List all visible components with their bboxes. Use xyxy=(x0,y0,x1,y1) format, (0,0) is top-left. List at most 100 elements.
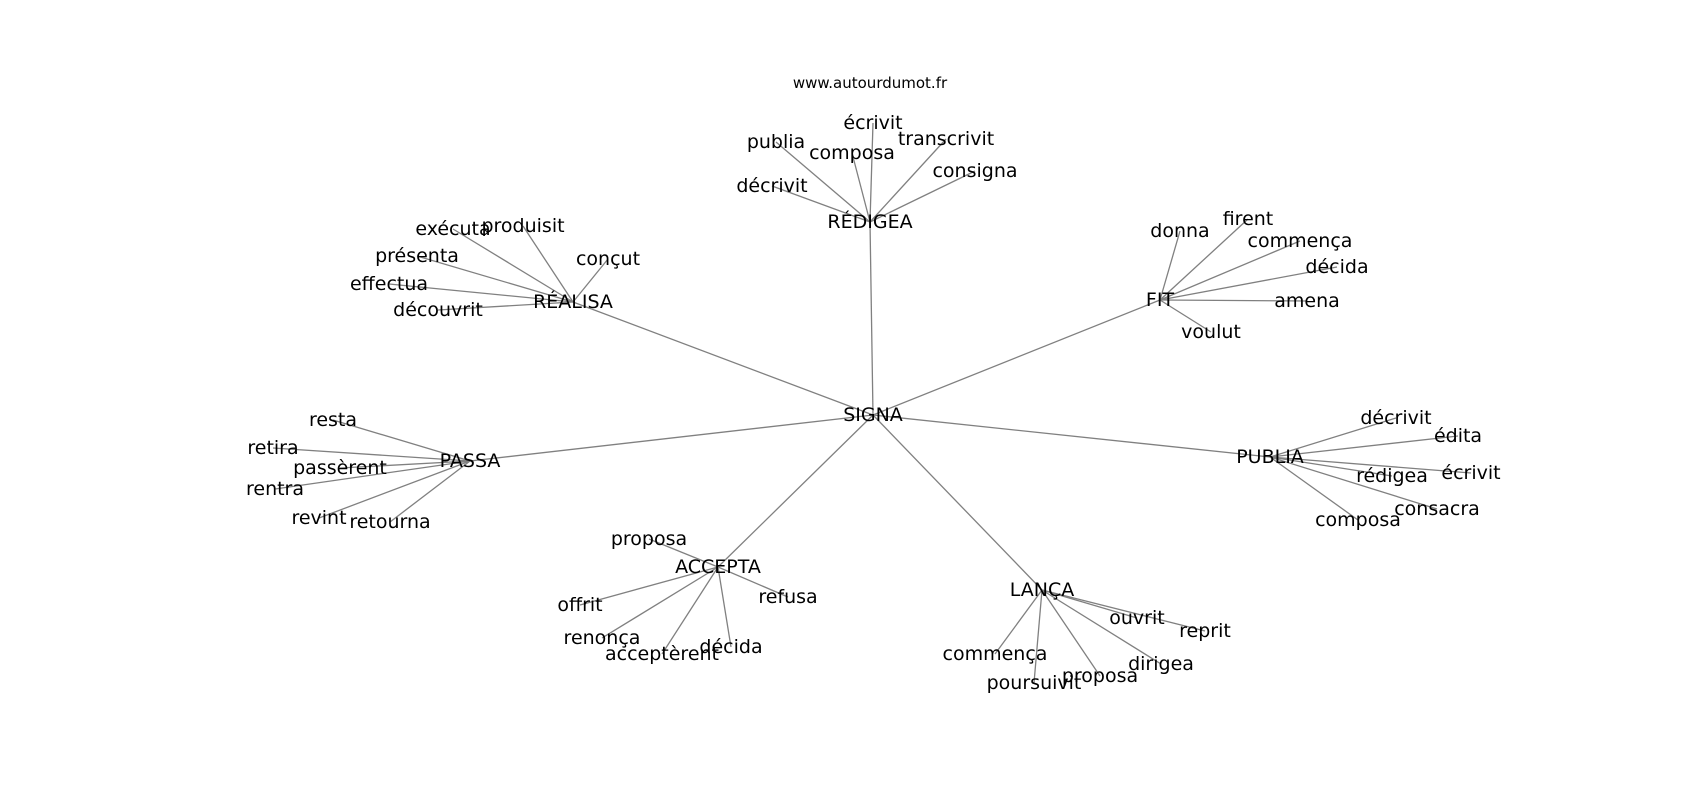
word-node-label: passèrent xyxy=(293,457,387,479)
edge-hub-word xyxy=(869,122,874,223)
edge-hub-word xyxy=(775,141,871,223)
hub-node-label: ACCEPTA xyxy=(675,556,761,578)
word-node-label: offrit xyxy=(557,594,602,616)
word-node-label: renonça xyxy=(564,627,641,649)
word-node-label: transcrivit xyxy=(898,128,994,150)
hub-node-label: FIT xyxy=(1146,289,1175,311)
edge-hub-word xyxy=(1041,589,1206,632)
edge-hub-word xyxy=(272,447,471,462)
word-node-label: édita xyxy=(1434,425,1482,447)
word-node-label: dirigea xyxy=(1128,653,1194,675)
edge-hub-word xyxy=(601,566,719,639)
edge-hub-word xyxy=(869,170,976,223)
edge-hub-word xyxy=(416,255,574,303)
word-node-label: rentra xyxy=(246,478,304,500)
edge-hub-word xyxy=(1159,299,1308,302)
edge-hub-word xyxy=(332,419,471,462)
word-node-label: resta xyxy=(309,409,357,431)
word-node-label: commença xyxy=(943,643,1048,665)
word-node-label: décida xyxy=(1305,256,1368,278)
word-node-label: consigna xyxy=(932,160,1017,182)
word-node-label: exécuta xyxy=(415,218,490,240)
word-node-label: présenta xyxy=(375,245,459,267)
hub-node-label: RÉDIGEA xyxy=(827,210,912,233)
edge-hub-word xyxy=(661,566,719,655)
edge-hub-word xyxy=(771,185,871,223)
word-node-label: écrivit xyxy=(843,112,902,134)
word-node-label: donna xyxy=(1150,220,1209,242)
word-node-label: amena xyxy=(1274,290,1340,312)
edge-hub-word xyxy=(1159,230,1181,301)
edge-hub-word xyxy=(522,225,574,303)
edge-center-hub xyxy=(872,299,1161,416)
edge-hub-word xyxy=(1269,456,1393,477)
edge-center-hub xyxy=(872,414,1043,591)
word-node-label: effectua xyxy=(350,273,428,295)
word-node-label: décrivit xyxy=(736,175,807,197)
word-node-label: proposa xyxy=(1062,665,1138,687)
edge-hub-word xyxy=(1159,218,1249,301)
edge-hub-word xyxy=(1159,266,1338,301)
word-node-label: firent xyxy=(1223,208,1274,230)
edge-hub-word xyxy=(994,589,1043,655)
hub-node-label: PASSA xyxy=(440,450,501,472)
word-node-label: décrivit xyxy=(1360,407,1431,429)
edge-center-hub xyxy=(869,221,874,416)
word-node-label: composa xyxy=(1315,509,1401,531)
edge-hub-word xyxy=(851,152,871,223)
word-node-label: consacra xyxy=(1394,498,1480,520)
edge-hub-word xyxy=(1269,456,1359,521)
hub-node-label: RÉALISA xyxy=(533,290,613,313)
edge-hub-word xyxy=(388,283,574,303)
word-node-label: reprit xyxy=(1179,620,1231,642)
hub-node-label: LANÇA xyxy=(1010,579,1075,601)
word-node-label: produisit xyxy=(481,215,564,237)
word-node-label: retourna xyxy=(349,511,430,533)
word-node-label: retira xyxy=(247,437,298,459)
word-node-label: voulut xyxy=(1181,321,1241,343)
edge-center-hub xyxy=(572,301,874,416)
edge-center-hub xyxy=(872,414,1271,458)
edge-hub-word xyxy=(648,538,719,568)
word-node-label: publia xyxy=(747,131,805,153)
graph-edges xyxy=(272,122,1472,684)
center-node-label: SIGNA xyxy=(843,404,903,426)
word-node-label: écrivit xyxy=(1441,462,1500,484)
edge-hub-word xyxy=(1041,589,1101,677)
edge-hub-word xyxy=(572,258,609,303)
word-node-label: composa xyxy=(809,142,895,164)
graph-labels: publiaécrivitcomposatranscrivitconsignad… xyxy=(246,112,1501,694)
edge-hub-word xyxy=(1269,417,1397,458)
edge-hub-word xyxy=(1041,589,1162,665)
edge-center-hub xyxy=(469,414,874,462)
edge-hub-word xyxy=(1269,456,1472,474)
word-node-label: conçut xyxy=(576,248,640,270)
edge-hub-word xyxy=(452,228,574,303)
word-node-label: proposa xyxy=(611,528,687,550)
word-node-label: rédigea xyxy=(1356,465,1428,487)
edge-hub-word xyxy=(274,460,471,490)
word-node-label: découvrit xyxy=(393,299,483,321)
edge-hub-word xyxy=(1033,589,1043,684)
edge-hub-word xyxy=(1269,435,1459,458)
word-node-label: refusa xyxy=(758,586,817,608)
edge-hub-word xyxy=(389,460,471,523)
edge-hub-word xyxy=(1159,240,1301,301)
edge-center-hub xyxy=(717,414,874,568)
word-node-label: commença xyxy=(1248,230,1353,252)
edge-hub-word xyxy=(318,460,471,519)
site-url: www.autourdumot.fr xyxy=(793,74,948,92)
edge-hub-word xyxy=(869,138,947,223)
edge-hub-word xyxy=(1041,589,1138,619)
word-node-label: revint xyxy=(291,507,346,529)
word-node-label: acceptèrent xyxy=(605,643,719,665)
edge-hub-word xyxy=(579,566,719,606)
edge-hub-word xyxy=(437,301,574,311)
edge-hub-word xyxy=(1269,456,1438,510)
word-node-label: décida xyxy=(699,636,762,658)
edge-hub-word xyxy=(717,566,789,598)
edge-hub-word xyxy=(1159,299,1212,333)
word-node-label: poursuivit xyxy=(987,672,1082,694)
edge-hub-word xyxy=(339,460,471,469)
